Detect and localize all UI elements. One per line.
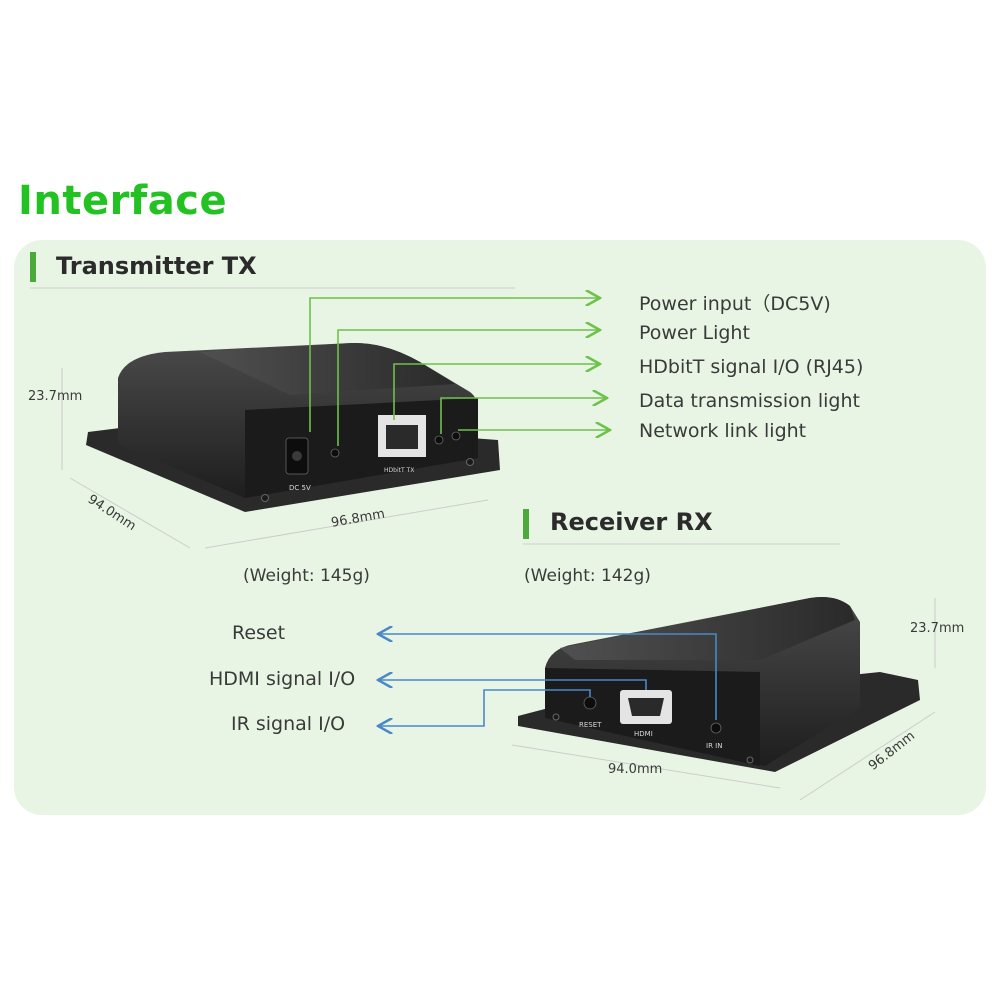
tx-weight: (Weight: 145g) bbox=[243, 566, 370, 586]
rx-port-ir-label: IR IN bbox=[706, 742, 722, 750]
rx-label-ir-io: IR signal I/O bbox=[231, 713, 346, 735]
tx-dimension-lines bbox=[61, 368, 489, 549]
tx-label-power-input: Power input（DC5V) bbox=[639, 293, 831, 315]
rx-dim-height: 23.7mm bbox=[910, 621, 965, 636]
rx-label-hdmi-io: HDMI signal I/O bbox=[209, 668, 356, 690]
rx-port-hdmi-label: HDMI bbox=[634, 730, 653, 738]
tx-port-rj45-label: HDbitT TX bbox=[384, 467, 414, 474]
rx-port-reset-label: RESET bbox=[579, 721, 602, 729]
tx-label-power-light: Power Light bbox=[639, 322, 750, 344]
rx-weight: (Weight: 142g) bbox=[524, 566, 651, 586]
tx-label-link-light: Network link light bbox=[639, 420, 807, 442]
rx-heading: Receiver RX bbox=[550, 508, 713, 536]
page-title: Interface bbox=[18, 178, 228, 224]
rx-leader-lines bbox=[378, 634, 717, 726]
tx-heading: Transmitter TX bbox=[56, 252, 257, 280]
rx-heading-bar bbox=[523, 509, 529, 539]
tx-heading-bar bbox=[30, 252, 36, 282]
rx-label-reset: Reset bbox=[232, 622, 286, 644]
rx-dimension-lines bbox=[511, 598, 936, 801]
tx-label-data-light: Data transmission light bbox=[639, 390, 860, 412]
tx-port-dc-label: DC 5V bbox=[289, 484, 311, 492]
tx-leader-lines bbox=[309, 298, 610, 446]
tx-label-hdbitt-io: HDbitT signal I/O (RJ45) bbox=[639, 356, 864, 378]
tx-dim-height: 23.7mm bbox=[28, 389, 83, 404]
receiver-device bbox=[518, 597, 920, 772]
transmitter-device bbox=[86, 342, 500, 512]
rx-dim-width: 94.0mm bbox=[608, 762, 663, 777]
